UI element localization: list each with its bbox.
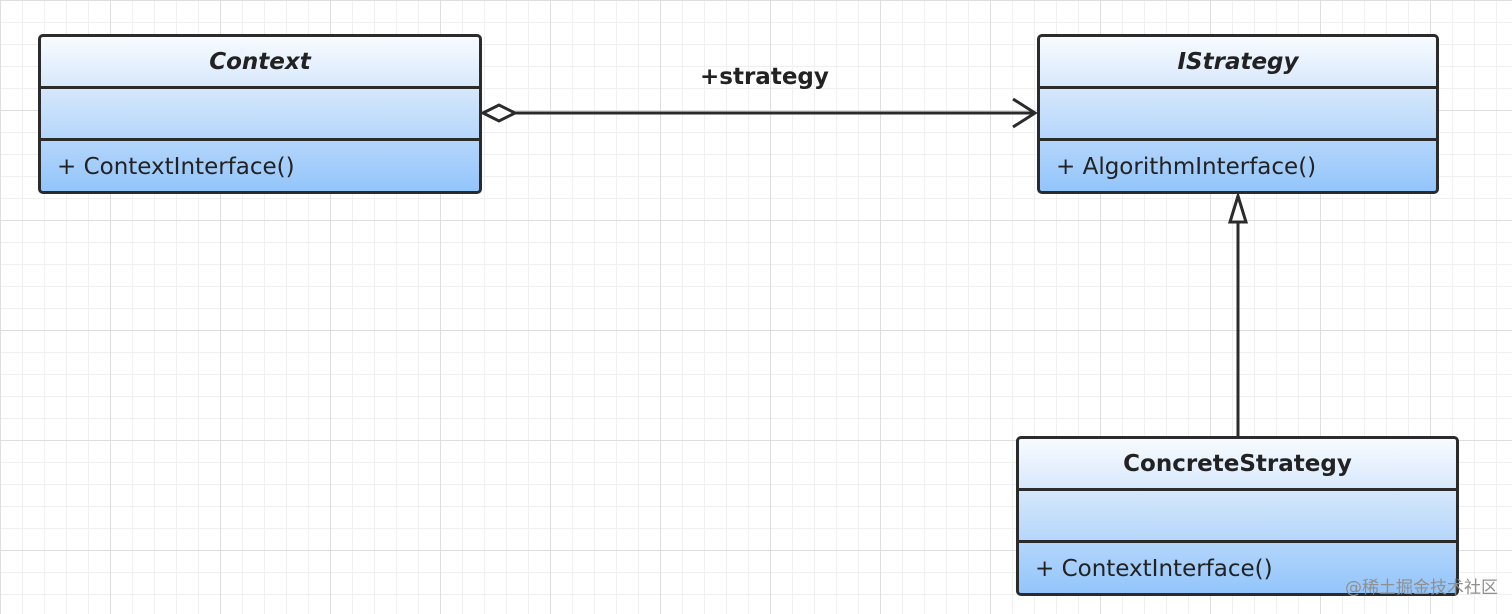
class-concrete-strategy[interactable]: ConcreteStrategy + ContextInterface() [1016, 436, 1459, 596]
class-istrategy[interactable]: IStrategy + AlgorithmInterface() [1037, 34, 1439, 194]
operation: + ContextInterface() [1035, 556, 1273, 582]
aggregation-diamond [479, 103, 519, 123]
inheritance-triangle [1227, 190, 1249, 224]
operation: + ContextInterface() [57, 154, 295, 180]
operation: + AlgorithmInterface() [1056, 154, 1317, 180]
class-name: IStrategy [1040, 37, 1436, 89]
association-label: +strategy [700, 64, 829, 90]
watermark: @稀土掘金技术社区 [1345, 578, 1498, 598]
attributes-compartment [1019, 491, 1456, 543]
association-arrowhead [1012, 97, 1038, 129]
class-context[interactable]: Context + ContextInterface() [38, 34, 482, 194]
class-name: Context [41, 37, 479, 89]
class-name: ConcreteStrategy [1019, 439, 1456, 491]
attributes-compartment [41, 89, 479, 141]
attributes-compartment [1040, 89, 1436, 141]
